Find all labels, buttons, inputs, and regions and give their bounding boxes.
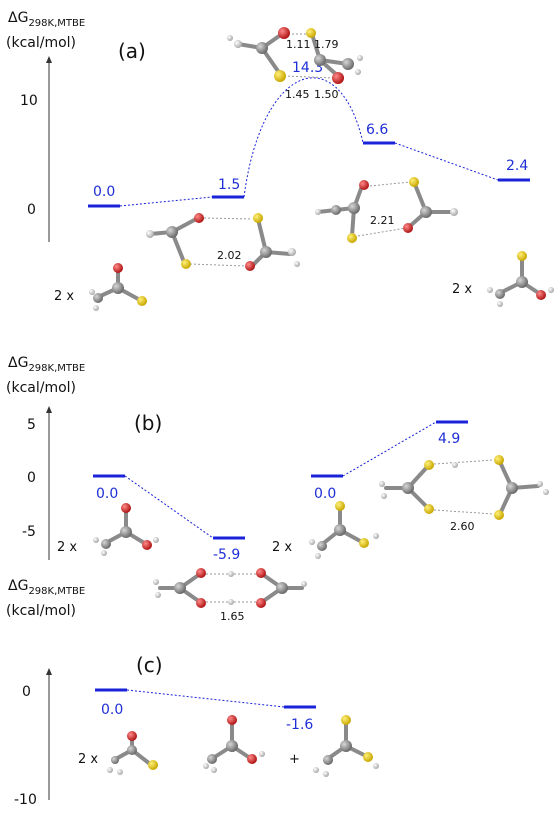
plus-sign-c: + xyxy=(289,752,300,767)
tick-a-0: 0 xyxy=(27,202,36,218)
axis-title-main-a: ΔG298K,MTBE xyxy=(8,10,85,29)
molecule-thio-dimer-b xyxy=(379,455,549,520)
distance-a-1: 1.11 xyxy=(286,38,311,51)
energy-a-4: 2.4 xyxy=(506,158,528,174)
molecule-acid-dimer-b xyxy=(153,568,307,608)
panel-label-a: (a) xyxy=(118,39,146,63)
energy-b-2: 0.0 xyxy=(314,486,336,502)
axis-title-unit-b: (kcal/mol) xyxy=(6,380,76,396)
connector-c-1 xyxy=(126,689,285,708)
panel-label-c: (c) xyxy=(136,653,163,677)
tick-a-10: 10 xyxy=(20,93,38,109)
energy-c-1: -1.6 xyxy=(286,717,313,733)
panel-c: ΔG298K,MTBE (kcal/mol) 0 -10 (c) 0.0 -1.… xyxy=(6,578,379,808)
energy-b-3: 4.9 xyxy=(438,431,460,447)
energy-c-0: 0.0 xyxy=(101,702,123,718)
energy-a-3: 6.6 xyxy=(366,122,388,138)
distance-b-1: 1.65 xyxy=(220,610,245,623)
axis-title-main-b: ΔG298K,MTBE xyxy=(8,355,85,374)
count-b-thio: 2 x xyxy=(272,540,292,555)
molecule-reactant-a xyxy=(89,263,147,311)
panel-label-b: (b) xyxy=(134,411,162,435)
count-b-acid: 2 x xyxy=(57,540,77,555)
axis-arrow-c xyxy=(46,668,52,675)
tick-b-0: 0 xyxy=(27,470,36,486)
connector-a-3 xyxy=(394,142,499,181)
tick-b-m5: -5 xyxy=(22,524,36,540)
count-a-product: 2 x xyxy=(452,282,472,297)
distance-a-3: 1.45 xyxy=(285,88,310,101)
axis-title-unit-a: (kcal/mol) xyxy=(6,35,76,51)
tick-c-0: 0 xyxy=(22,684,31,700)
distance-a-5: 2.02 xyxy=(217,249,242,262)
distance-b-2: 2.60 xyxy=(450,520,475,533)
connector-a-1 xyxy=(119,196,213,207)
molecule-product-a xyxy=(487,251,554,307)
axis-title-unit-c: (kcal/mol) xyxy=(6,603,76,619)
distance-a-4: 1.50 xyxy=(314,88,339,101)
axis-title-main-c: ΔG298K,MTBE xyxy=(8,578,85,597)
tick-c-m10: -10 xyxy=(14,792,37,808)
energy-b-0: 0.0 xyxy=(96,486,118,502)
molecule-acid-b xyxy=(93,503,159,556)
connector-b-1 xyxy=(124,475,214,539)
molecule-intermediate-a xyxy=(315,177,458,243)
energy-a-0: 0.0 xyxy=(93,184,115,200)
count-c-reactant: 2 x xyxy=(78,752,98,767)
axis-arrow-a xyxy=(46,56,52,63)
axis-arrow-b xyxy=(46,406,52,413)
molecule-reactant-c xyxy=(107,731,158,775)
molecule-dimer-a xyxy=(146,213,300,271)
molecule-ts-a xyxy=(227,27,363,84)
energy-a-ts: 14.3 xyxy=(292,60,323,76)
count-a-reactant: 2 x xyxy=(54,289,74,304)
connector-a-ts xyxy=(243,77,364,198)
molecule-thio-b xyxy=(309,501,379,559)
panel-b: ΔG298K,MTBE (kcal/mol) 5 0 -5 (b) 0.0 -5… xyxy=(6,355,549,623)
energy-b-1: -5.9 xyxy=(213,547,240,563)
tick-b-5: 5 xyxy=(27,417,36,433)
energy-a-1: 1.5 xyxy=(218,177,240,193)
molecule-acid-c xyxy=(203,715,265,773)
distance-a-2: 1.79 xyxy=(314,38,339,51)
panel-a: ΔG298K,MTBE (kcal/mol) 10 0 (a) 0.0 1.5 … xyxy=(6,10,554,311)
distance-a-6: 2.21 xyxy=(370,214,395,227)
molecule-thio-c xyxy=(313,715,379,777)
connector-b-2 xyxy=(342,421,437,477)
